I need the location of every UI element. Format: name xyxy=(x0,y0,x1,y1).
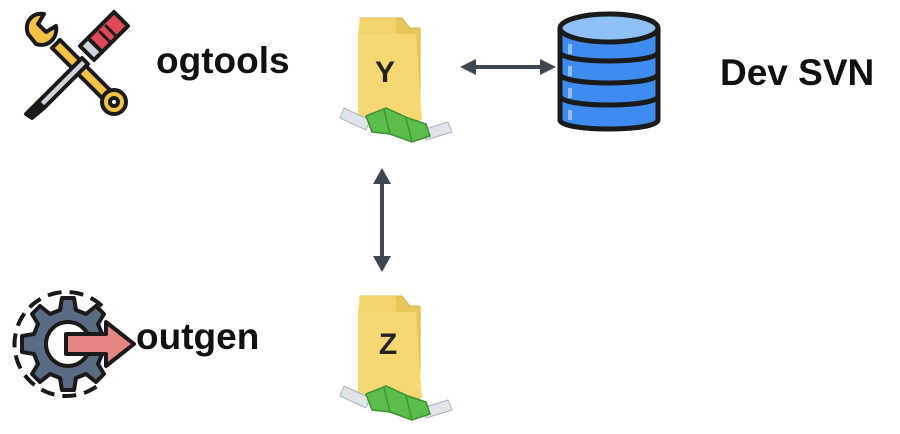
bidirectional-arrow-y-svn xyxy=(460,59,556,75)
ogtools-label: ogtools xyxy=(156,40,290,81)
tools-icon xyxy=(24,10,130,120)
network-pipe-icon xyxy=(339,385,453,421)
network-drive-y-icon: Y xyxy=(339,17,453,143)
gear-export-icon xyxy=(12,290,136,398)
bidirectional-arrow-y-z xyxy=(373,168,391,272)
network-pipe-icon xyxy=(339,107,453,143)
drive-y-letter: Y xyxy=(375,56,395,89)
database-icon xyxy=(557,11,661,132)
dev-svn-label: Dev SVN xyxy=(720,52,875,93)
drive-z-letter: Z xyxy=(379,328,397,361)
outgen-label: outgen xyxy=(136,316,260,357)
network-drive-z-icon: Z xyxy=(339,295,453,421)
